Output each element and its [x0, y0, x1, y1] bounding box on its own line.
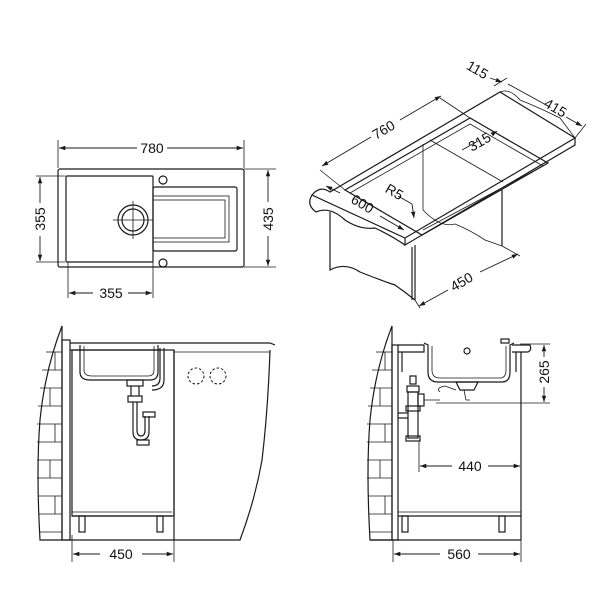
- dim-rear-width: 415: [541, 95, 569, 121]
- dim-overall-width: 780: [140, 140, 164, 156]
- dim-cabinet-depth: 560: [447, 546, 471, 562]
- drainer-outline: [152, 186, 238, 252]
- dim-overall-depth: 435: [260, 207, 276, 231]
- bowl-outline: [65, 175, 154, 263]
- front-section-view: 450: [37, 325, 276, 562]
- dim-sink-depth: 265: [536, 360, 552, 384]
- dim-cutout-length: 760: [369, 117, 397, 143]
- dim-bowl-depth: 355: [32, 207, 48, 231]
- tap-hole-icon: [158, 175, 168, 185]
- dim-cabinet-width-iso: 450: [447, 269, 475, 295]
- tap-hole-dashed-icon: [209, 367, 227, 385]
- dim-cabinet-width-front: 450: [109, 546, 133, 562]
- trap-icon: [126, 379, 156, 446]
- tap-hole-icon: [158, 258, 168, 268]
- dim-corner-radius: R5: [383, 180, 407, 203]
- sink-outline: [57, 168, 245, 268]
- side-section-view: 265 440 560: [367, 325, 552, 562]
- bottle-trap-icon: [405, 375, 440, 442]
- tap-hole-dashed-icon: [187, 367, 205, 385]
- top-view: 780 435 355 355: [32, 140, 276, 301]
- dim-drain-to-wall: 440: [458, 458, 482, 474]
- drain-icon: [113, 201, 153, 239]
- dim-bowl-width: 355: [99, 285, 123, 301]
- isometric-cutout-view: 760 115 415 315 R5 600 450: [309, 57, 587, 309]
- dim-front-offset: 115: [464, 57, 492, 82]
